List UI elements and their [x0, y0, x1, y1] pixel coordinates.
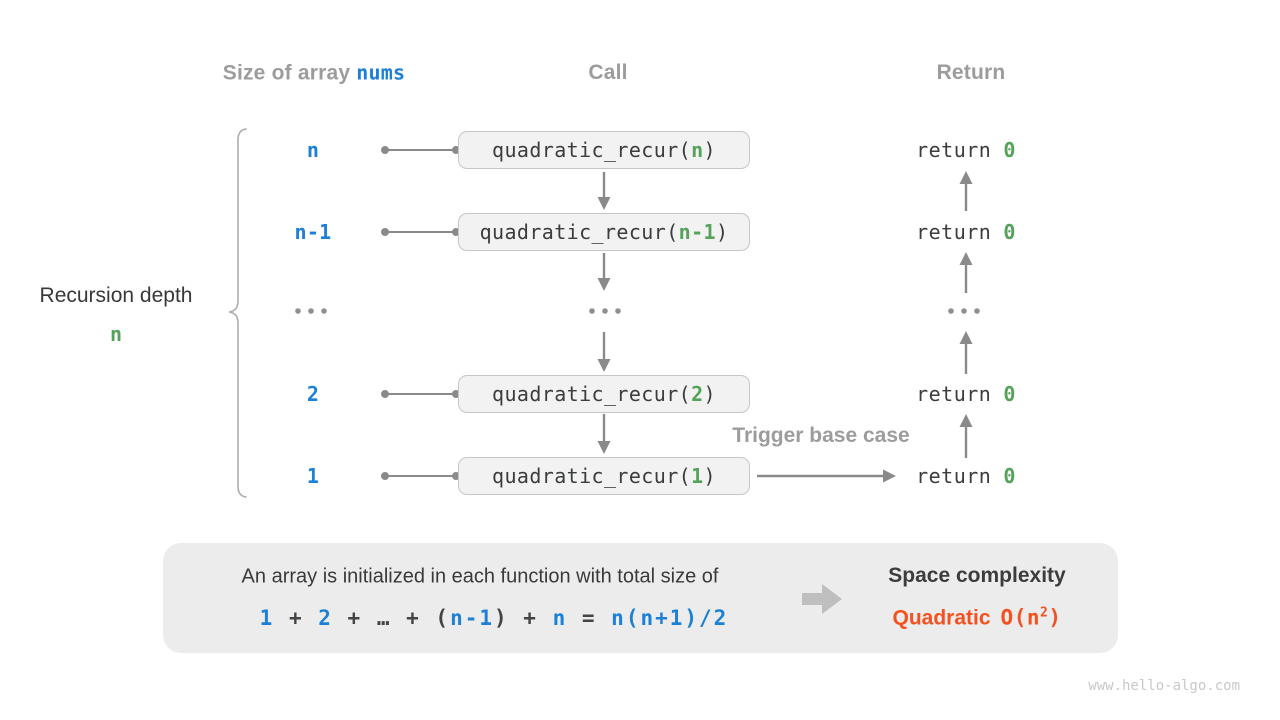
base-case-arrow	[757, 469, 896, 483]
call-suffix: )	[703, 382, 716, 406]
formula-segment: +	[274, 606, 319, 630]
size-ellipsis	[295, 308, 327, 314]
nums-code-token: nums	[356, 60, 406, 85]
return-value: 0	[1003, 220, 1016, 244]
size-label-2: 2	[306, 382, 320, 406]
call-code: quadratic_recur(n)	[492, 138, 716, 162]
return-value: 0	[1003, 382, 1016, 406]
formula-segment: =	[567, 606, 612, 630]
size-label-n-1: n-1	[294, 220, 332, 244]
big-right-arrow-head	[822, 584, 842, 614]
formula-segment: + … + (	[332, 606, 451, 630]
space-complexity-value: Quadratic O(n2)	[893, 606, 1062, 631]
return-statement: return 0	[916, 464, 1016, 488]
summary-text: An array is initialized in each function…	[241, 565, 719, 588]
call-param: n-1	[678, 220, 716, 244]
call-box-n: quadratic_recur(n)	[458, 131, 750, 169]
column-header-call: Call	[588, 61, 628, 84]
formula-segment: ) +	[494, 606, 553, 630]
recursion-depth-label: Recursion depth	[39, 284, 193, 307]
call-suffix: )	[703, 464, 716, 488]
call-suffix: )	[703, 138, 716, 162]
big-right-arrow	[802, 593, 824, 605]
formula-segment: n-1	[450, 606, 495, 630]
size-call-connectors	[381, 146, 460, 480]
return-up-arrows	[959, 171, 973, 458]
call-suffix: )	[715, 220, 729, 244]
return-value: 0	[1003, 138, 1016, 162]
call-code: quadratic_recur(n-1)	[480, 220, 729, 244]
call-box-1: quadratic_recur(1)	[458, 457, 750, 495]
column-header-return: Return	[936, 61, 1006, 84]
call-box-2: quadratic_recur(2)	[458, 375, 750, 413]
summary-formula: 1 + 2 + … + (n-1) + n = n(n+1)/2	[260, 606, 729, 630]
watermark: www.hello-algo.com	[1088, 678, 1240, 694]
call-prefix: quadratic_recur(	[492, 464, 692, 488]
trigger-base-case-label: Trigger base case	[732, 424, 910, 447]
formula-segment: 2	[318, 606, 333, 630]
ellipsis-dots	[295, 308, 980, 314]
big-o-open: O(n	[1000, 605, 1040, 630]
size-label-n: n	[306, 138, 320, 162]
return-keyword: return	[916, 138, 992, 162]
brace	[228, 128, 247, 498]
big-o-close: )	[1048, 605, 1062, 630]
call-ellipsis	[589, 308, 621, 314]
space-complexity-title: Space complexity	[888, 564, 1066, 587]
formula-segment: n	[552, 606, 568, 630]
size-label-1: 1	[306, 464, 320, 488]
return-statement: return 0	[916, 138, 1016, 162]
call-prefix: quadratic_recur(	[492, 382, 692, 406]
return-statement: return 0	[916, 382, 1016, 406]
return-ellipsis	[948, 308, 980, 314]
call-param: 2	[691, 382, 704, 406]
recursion-depth-value: n	[109, 322, 123, 346]
size-header-text: Size of array	[222, 61, 351, 85]
return-value: 0	[1003, 464, 1016, 488]
call-param: n	[691, 138, 704, 162]
formula-segment: n(n+1)/2	[611, 606, 729, 630]
column-header-size: Size of array nums	[223, 61, 406, 86]
big-o-notation: O(n2)	[1001, 606, 1062, 630]
formula-segment: 1	[259, 606, 275, 630]
complexity-word: Quadratic	[892, 606, 991, 630]
call-prefix: quadratic_recur(	[492, 138, 692, 162]
call-param: 1	[691, 464, 704, 488]
summary-panel	[163, 543, 1118, 653]
call-code: quadratic_recur(2)	[492, 382, 716, 406]
return-keyword: return	[916, 464, 992, 488]
call-prefix: quadratic_recur(	[479, 220, 679, 244]
call-box-n-1: quadratic_recur(n-1)	[458, 213, 750, 251]
return-keyword: return	[916, 382, 992, 406]
return-statement: return 0	[916, 220, 1016, 244]
return-keyword: return	[916, 220, 992, 244]
call-code: quadratic_recur(1)	[492, 464, 716, 488]
big-o-exponent: 2	[1039, 605, 1049, 621]
